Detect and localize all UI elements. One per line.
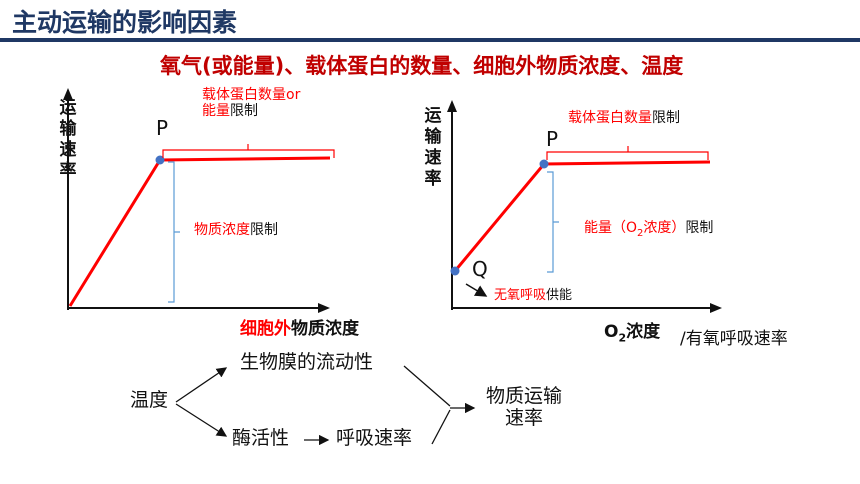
left-side-brace	[168, 161, 180, 303]
q-note-red: 无氧呼吸	[494, 288, 547, 303]
right-y-axis-label: 运 输 速 率	[422, 106, 444, 190]
right-ylabel-char: 运	[424, 106, 442, 126]
right-side-note-black: 限制	[685, 220, 714, 236]
flow-respiration-rate: 呼吸速率	[336, 427, 413, 449]
right-y-axis-arrow	[447, 100, 457, 112]
left-y-axis-arrow	[63, 88, 73, 100]
right-rate-curve	[453, 160, 711, 272]
q-pointer-arrow	[465, 283, 488, 297]
right-top-brace	[546, 146, 709, 160]
right-x-axis-label: O2浓度	[604, 322, 661, 345]
left-side-note-red: 物质浓度	[194, 222, 250, 238]
flow-enzyme-activity: 酶活性	[232, 427, 290, 449]
line-membrane-to-result	[403, 365, 451, 407]
page-title: 主动运输的影响因素	[12, 3, 237, 39]
left-xlabel-black: 物质浓度	[291, 319, 359, 339]
left-x-axis-arrow	[318, 303, 330, 313]
left-side-note-black: 限制	[250, 222, 278, 238]
right-ylabel-char: 速	[424, 148, 442, 168]
right-top-note-red: 载体蛋白数量	[568, 110, 652, 126]
right-ylabel-char: 率	[424, 169, 442, 189]
left-top-note: 载体蛋白数量or 能量限制	[202, 87, 300, 119]
arrow-temp-to-enzyme	[175, 403, 228, 437]
arrow-temp-to-membrane	[175, 367, 228, 403]
flow-result: 物质运输 速率	[486, 385, 563, 430]
right-x-axis-arrow	[710, 303, 722, 313]
left-ylabel-char: 速	[59, 140, 77, 160]
left-top-note-red: 能量	[202, 103, 230, 120]
title-underline	[0, 38, 860, 42]
left-xlabel-red: 细胞外	[240, 319, 291, 339]
title-part-2: 影响因素	[137, 8, 238, 37]
q-note: 无氧呼吸供能	[494, 288, 573, 304]
right-xlabel-o: O	[604, 322, 619, 342]
flow-temperature: 温度	[130, 389, 169, 411]
left-ylabel-char: 输	[59, 119, 77, 139]
left-x-axis-label: 细胞外物质浓度	[240, 319, 359, 340]
flow-result-line2: 速率	[505, 406, 544, 429]
right-side-brace	[547, 171, 559, 273]
left-point-p-label: P	[156, 116, 169, 140]
subtitle: 氧气(或能量)、载体蛋白的数量、细胞外物质浓度、温度	[160, 54, 684, 78]
right-side-note-sub: 2	[637, 227, 644, 239]
right-xlabel-sub: 2	[618, 331, 627, 345]
right-side-note: 能量（O2浓度）限制	[584, 220, 713, 239]
left-top-note-line1: 载体蛋白数量or	[202, 87, 301, 103]
left-ylabel-char: 率	[59, 161, 77, 181]
right-ylabel-char: 输	[424, 127, 442, 147]
left-top-note-black: 限制	[230, 103, 258, 120]
left-side-note: 物质浓度限制	[194, 222, 278, 238]
right-chart	[447, 100, 722, 313]
right-side-note-red-a: 能量（O	[584, 220, 638, 236]
left-y-axis-label: 运 输 速 率	[57, 98, 79, 182]
right-top-note-black: 限制	[652, 110, 680, 126]
title-part-1: 主动运输的	[12, 8, 138, 37]
flow-result-line1: 物质运输	[486, 385, 563, 407]
left-top-brace	[162, 144, 335, 158]
right-side-note-red-b: 浓度）	[643, 220, 686, 236]
left-point-p	[155, 155, 165, 165]
left-chart	[63, 88, 335, 313]
right-x-axis-label-secondary: /有氧呼吸速率	[680, 329, 788, 349]
line-respiration-to-result	[431, 409, 451, 445]
right-point-q	[450, 266, 460, 276]
right-top-note: 载体蛋白数量限制	[568, 110, 680, 126]
right-xlabel-a: 浓度	[626, 322, 661, 342]
flow-membrane-fluidity: 生物膜的流动性	[240, 351, 374, 373]
right-point-q-label: Q	[472, 257, 488, 281]
flow-diagram	[175, 365, 476, 446]
q-note-black: 供能	[546, 288, 573, 303]
right-point-p	[539, 159, 549, 169]
right-point-p-label: P	[546, 127, 559, 151]
left-ylabel-char: 运	[59, 98, 77, 118]
